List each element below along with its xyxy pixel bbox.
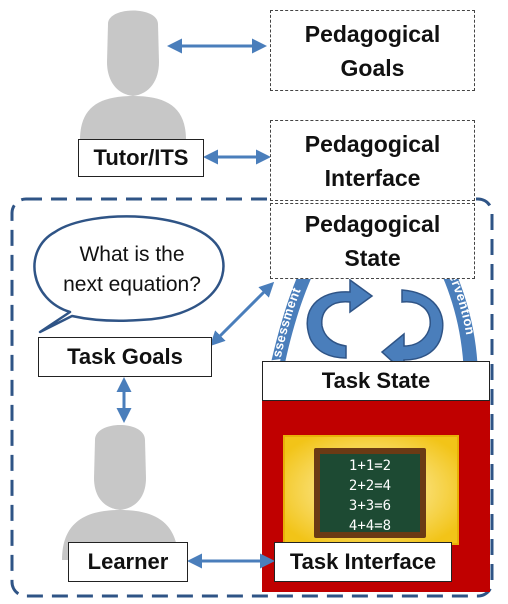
pedagogical-state-box: Pedagogical State <box>270 203 475 279</box>
learner-silhouette-icon <box>62 425 178 560</box>
equation-2: 2+2=4 <box>348 478 392 494</box>
equation-1: 1+1=2 <box>348 458 392 474</box>
intervention-banner <box>434 250 478 374</box>
pedagogical-interface-box: Pedagogical Interface <box>270 120 475 201</box>
pedagogical-state-line-1: Pedagogical <box>304 211 441 237</box>
speech-line-2: next equation? <box>63 273 201 296</box>
assessment-banner <box>268 262 316 378</box>
chalkboard <box>320 454 420 532</box>
task-interface-box: Task Interface <box>274 542 452 582</box>
speech-bubble-text: What is the next equation? <box>44 230 220 310</box>
cycle-arrows-icon <box>306 278 444 374</box>
speech-bubble <box>33 215 225 334</box>
pedagogical-goals-box: Pedagogical Goals <box>270 10 475 91</box>
pedagogical-interface-line-2: Interface <box>324 164 421 191</box>
speech-line-1: What is the <box>79 243 185 266</box>
tutor-its-box: Tutor/ITS <box>78 139 204 177</box>
task-goals-box: Task Goals <box>38 337 212 377</box>
pedagogical-goals-line-2: Goals <box>340 54 405 81</box>
learner-environment-frame <box>10 197 494 598</box>
pedagogical-interface-line-1: Pedagogical <box>304 130 441 157</box>
task-state-box: Task State <box>262 361 490 401</box>
learner-box: Learner <box>68 542 188 582</box>
taskgoals-pedstate-arrow <box>209 281 275 347</box>
tutor-silhouette-icon <box>80 10 186 140</box>
equation-4: 4+4=8 <box>348 518 392 534</box>
chalkboard-equations: 1+1=2 2+2=4 3+3=6 4+4=8 <box>320 454 420 536</box>
pedagogical-goals-line-1: Pedagogical <box>304 20 441 47</box>
pedagogical-state-line-2: State <box>344 245 401 271</box>
equation-3: 3+3=6 <box>348 498 392 514</box>
